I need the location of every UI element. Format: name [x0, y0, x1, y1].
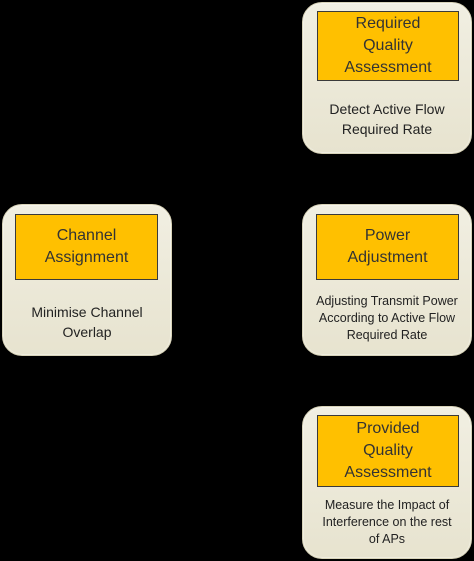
provided-quality-title: Provided Quality Assessment [317, 415, 459, 487]
power-adjustment-description: Adjusting Transmit Power According to Ac… [316, 294, 458, 342]
required-quality-title: Required Quality Assessment [317, 11, 459, 81]
channel-assignment-card: Channel Assignment Minimise Channel Over… [2, 204, 172, 356]
provided-quality-description: Measure the Impact of Interference on th… [322, 498, 452, 546]
required-quality-card: Required Quality Assessment Detect Activ… [302, 2, 472, 154]
power-adjustment-title: Power Adjustment [316, 214, 459, 280]
channel-assignment-title: Channel Assignment [15, 214, 158, 280]
power-adjustment-card: Power Adjustment Adjusting Transmit Powe… [302, 204, 472, 356]
channel-assignment-description: Minimise Channel Overlap [31, 304, 143, 340]
required-quality-description: Detect Active Flow Required Rate [329, 101, 445, 137]
provided-quality-card: Provided Quality Assessment Measure the … [302, 406, 472, 559]
